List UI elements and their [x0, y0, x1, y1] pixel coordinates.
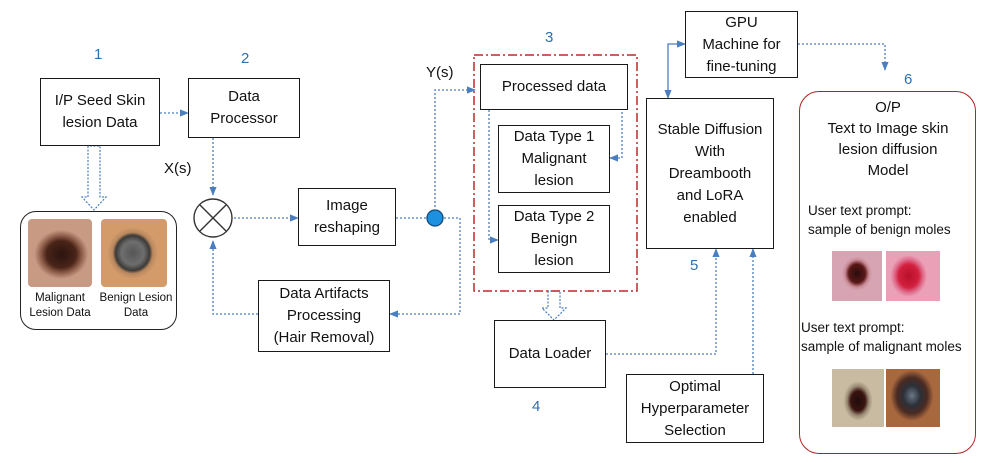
output-model-panel — [799, 91, 976, 454]
seed-data-box: I/P Seed Skin lesion Data — [40, 78, 160, 146]
reshape-line1: Image — [326, 197, 368, 214]
gpu-machine-box: GPU Machine for fine-tuning — [685, 11, 798, 78]
stage-number-6: 6 — [904, 71, 913, 88]
loader-label: Data Loader — [508, 345, 592, 362]
diffusion-line4: and LoRA — [676, 186, 744, 204]
output-line1: O/P — [875, 99, 901, 116]
artifacts-line1: Data Artifacts — [279, 285, 369, 302]
generated-benign-image-2 — [886, 251, 940, 301]
type2-line1: Data Type 2 — [513, 208, 595, 225]
benign-lesion-image — [101, 219, 167, 287]
artifacts-line3: (Hair Removal) — [273, 329, 375, 346]
output-heading: O/P Text to Image skin lesion diffusion … — [800, 97, 976, 181]
arrow-processed-to-type2 — [488, 110, 499, 244]
signal-label-ys: Y(s) — [426, 64, 454, 81]
arrow-artifacts-to-summing — [209, 240, 258, 315]
processing-frame — [473, 54, 638, 292]
malignant-caption-line2: Lesion Data — [29, 307, 91, 319]
data-type-2-box: Data Type 2 Benign lesion — [498, 205, 610, 273]
processor-line1: Data — [228, 88, 260, 105]
type2-line3: lesion — [534, 252, 574, 269]
diffusion-line5: enabled — [683, 208, 737, 226]
signal-label-xs: X(s) — [164, 160, 192, 177]
prompt2-line2: sample of malignant moles — [801, 339, 962, 354]
branch-node — [426, 209, 444, 227]
arrow-processed-to-type1 — [609, 108, 623, 162]
diffusion-line1: Stable Diffusion — [657, 120, 763, 138]
stage-number-4: 4 — [532, 398, 541, 415]
stage-number-5: 5 — [690, 257, 699, 274]
data-type-1-box: Data Type 1 Malignant lesion — [498, 125, 610, 193]
type1-line3: lesion — [534, 172, 574, 189]
artifacts-line2: Processing — [286, 307, 362, 324]
arrow-gpu-diffusion-link — [664, 40, 686, 99]
malignant-lesion-image — [28, 219, 92, 287]
prompt1-line1: User text prompt: — [808, 203, 912, 218]
malignant-caption: Malignant Lesion Data — [24, 291, 96, 321]
output-line3: lesion diffusion — [838, 141, 938, 158]
hollow-arrow-frame-to-loader — [540, 290, 568, 321]
prompt1-line2: sample of benign moles — [808, 222, 951, 237]
summing-junction — [193, 198, 233, 238]
stage-number-2: 2 — [241, 50, 250, 67]
processed-title: Processed data — [501, 78, 607, 95]
type1-line1: Data Type 1 — [513, 128, 595, 145]
seed-samples-panel — [20, 211, 177, 330]
diffusion-line2: With — [695, 142, 725, 160]
hyper-line2: Hyperparameter — [640, 399, 750, 417]
benign-caption: Benign Lesion Data — [96, 291, 176, 321]
malignant-prompt: User text prompt: sample of malignant mo… — [801, 318, 962, 356]
image-reshaping-box: Image reshaping — [298, 188, 396, 246]
gpu-line3: fine-tuning — [706, 57, 777, 75]
generated-malignant-image-2 — [886, 369, 940, 427]
output-line4: Model — [867, 162, 909, 179]
gpu-line2: Machine for — [702, 35, 781, 53]
generated-malignant-image-1 — [832, 369, 884, 427]
seed-line2: lesion Data — [62, 114, 138, 131]
benign-caption-line1: Benign Lesion — [99, 292, 173, 304]
data-loader-box: Data Loader — [494, 320, 606, 388]
processed-data-box: Processed data — [480, 64, 628, 110]
hollow-arrow-seed-to-samples — [80, 145, 108, 211]
malignant-caption-line1: Malignant — [35, 292, 85, 304]
reshape-line2: reshaping — [314, 219, 380, 236]
stable-diffusion-box: Stable Diffusion With Dreambooth and LoR… — [646, 98, 774, 249]
generated-benign-image-1 — [832, 251, 882, 301]
artifacts-processing-box: Data Artifacts Processing (Hair Removal) — [258, 280, 390, 352]
benign-caption-line2: Data — [123, 307, 149, 319]
stage-number-1: 1 — [94, 46, 103, 63]
output-line2: Text to Image skin — [827, 120, 949, 137]
seed-line1: I/P Seed Skin — [54, 92, 146, 109]
arrow-junction-to-processed — [434, 86, 476, 207]
arrow-gpu-to-output — [798, 43, 889, 71]
type1-line2: Malignant — [521, 150, 587, 167]
data-processor-box: Data Processor — [188, 78, 300, 138]
arrow-junction-to-artifacts — [389, 217, 461, 318]
hyper-line1: Optimal — [669, 377, 721, 395]
diffusion-line3: Dreambooth — [668, 164, 752, 182]
gpu-line1: GPU — [725, 13, 758, 31]
hyper-line3: Selection — [664, 421, 726, 439]
stage-number-3: 3 — [545, 29, 554, 46]
benign-prompt: User text prompt: sample of benign moles — [808, 201, 951, 239]
processor-line2: Processor — [210, 110, 278, 127]
type2-line2: Benign — [530, 230, 578, 247]
prompt2-line1: User text prompt: — [801, 320, 905, 335]
arrow-loader-to-diffusion — [606, 248, 720, 355]
hyperparameter-box: Optimal Hyperparameter Selection — [626, 374, 764, 443]
